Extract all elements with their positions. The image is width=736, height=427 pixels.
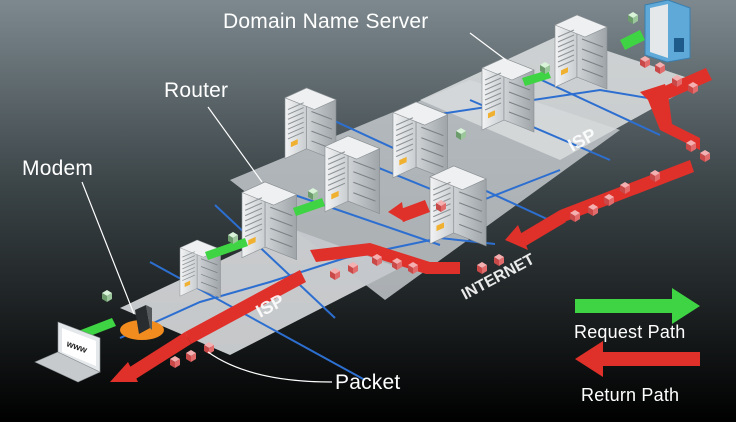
laptop-computer — [34, 321, 101, 383]
modem-device — [120, 305, 164, 340]
server-isp-right-1 — [481, 57, 535, 133]
server-internet-3 — [392, 101, 449, 181]
legend-request-label: Request Path — [574, 322, 686, 342]
legend-return-arrow — [575, 341, 700, 377]
legend-return-label: Return Path — [581, 385, 680, 405]
label-pointer-lines — [81, 32, 507, 383]
server-internet-2 — [324, 135, 381, 215]
request-path — [60, 30, 645, 346]
modem-label: Modem — [22, 157, 94, 180]
packet-label: Packet — [335, 371, 401, 394]
platform-isp-right — [420, 35, 700, 160]
destination-server — [644, 0, 691, 63]
server-isp-right-2 — [554, 14, 608, 90]
server-isp-left — [179, 239, 221, 299]
router-label: Router — [164, 79, 229, 102]
dns-label: Domain Name Server — [223, 10, 429, 33]
legend-request-arrow — [575, 288, 700, 324]
server-router — [241, 181, 298, 261]
